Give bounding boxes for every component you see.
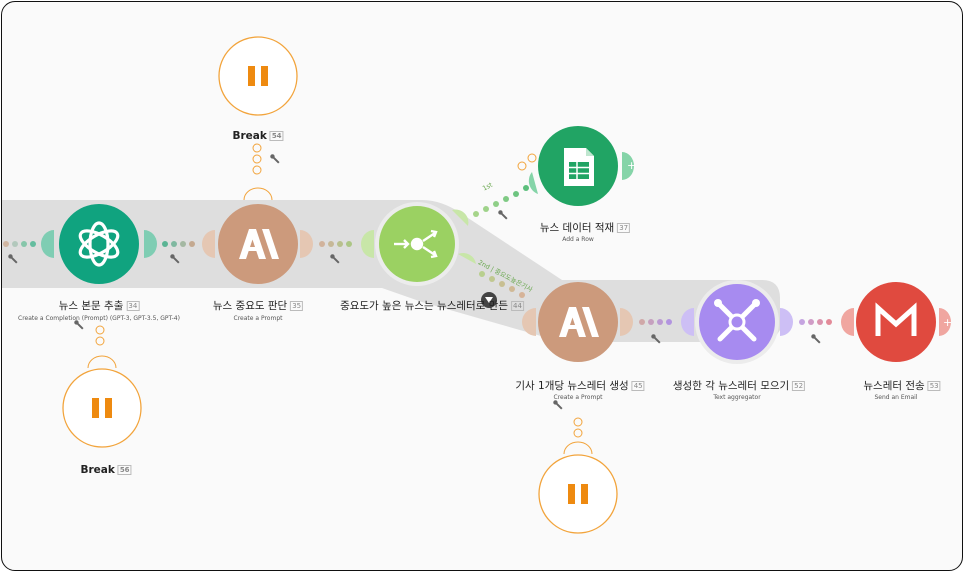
module-judge-subtitle: Create a Prompt bbox=[233, 315, 283, 322]
module-router[interactable] bbox=[375, 202, 459, 286]
module-email-id: 53 bbox=[927, 381, 941, 391]
break-left-id: 56 bbox=[117, 465, 132, 475]
svg-text:+: + bbox=[943, 316, 952, 329]
connector-extract-judge bbox=[144, 230, 215, 258]
svg-text:+: + bbox=[627, 159, 636, 172]
module-sheet-id: 37 bbox=[617, 223, 631, 233]
connector-extract-break-left bbox=[87, 325, 117, 369]
module-email-title: 뉴스레터 전송 bbox=[863, 380, 925, 392]
pause-icon bbox=[568, 484, 588, 504]
module-router-title: 중요도가 높은 뉴스는 뉴스레터로 만든 bbox=[340, 300, 508, 312]
wrench-icon[interactable] bbox=[73, 319, 84, 330]
module-sheet[interactable]: + bbox=[538, 126, 636, 206]
module-sheet-subtitle: Add a Row bbox=[562, 236, 594, 243]
connector-router-sheet bbox=[452, 172, 538, 226]
break-top-title: Break bbox=[232, 130, 267, 142]
connector-judge-break-top bbox=[243, 143, 273, 201]
break-bottom[interactable] bbox=[538, 454, 618, 534]
wrench-icon[interactable] bbox=[7, 253, 18, 264]
google-sheets-icon bbox=[564, 148, 594, 186]
module-email[interactable]: + bbox=[856, 282, 952, 362]
module-email-subtitle: Send an Email bbox=[874, 394, 918, 401]
wrench-icon[interactable] bbox=[650, 333, 661, 344]
module-newsletter-title: 기사 1개당 뉴스레터 생성 bbox=[515, 380, 629, 392]
break-top[interactable] bbox=[218, 36, 298, 116]
router-icon bbox=[394, 229, 438, 259]
module-judge-title: 뉴스 중요도 판단 bbox=[212, 300, 288, 312]
wrench-icon[interactable] bbox=[552, 399, 563, 410]
break-left[interactable] bbox=[62, 368, 142, 448]
wrench-icons bbox=[7, 153, 821, 410]
module-judge[interactable] bbox=[218, 204, 298, 284]
filter-icon[interactable] bbox=[481, 292, 497, 308]
module-aggregator-id: 52 bbox=[792, 381, 806, 391]
pause-icon bbox=[92, 398, 112, 418]
break-top-id: 54 bbox=[269, 131, 284, 141]
wrench-icon[interactable] bbox=[497, 209, 508, 220]
connector-start bbox=[3, 230, 54, 258]
module-aggregator-title: 생성한 각 뉴스레터 모으기 bbox=[672, 380, 790, 392]
module-newsletter-subtitle: Create a Prompt bbox=[553, 394, 603, 401]
anthropic-icon bbox=[559, 307, 599, 337]
openai-icon bbox=[78, 221, 120, 267]
module-aggregator[interactable] bbox=[695, 280, 779, 364]
module-newsletter-id: 45 bbox=[631, 381, 645, 391]
module-router-id: 44 bbox=[511, 301, 524, 311]
wrench-icon[interactable] bbox=[329, 253, 340, 264]
connector-sheet-aux bbox=[517, 153, 537, 171]
module-newsletter[interactable] bbox=[538, 282, 618, 362]
wrench-icon[interactable] bbox=[810, 333, 821, 344]
gmail-icon bbox=[875, 302, 917, 336]
module-extract-subtitle: Create a Completion (Prompt) (GPT-3, GPT… bbox=[18, 315, 180, 322]
connector-aggregator-email bbox=[780, 308, 854, 336]
connector-judge-router bbox=[300, 230, 374, 258]
connector-router-newsletter bbox=[458, 252, 536, 336]
module-extract-id: 34 bbox=[126, 301, 140, 311]
connector-newsletter-aggregator bbox=[620, 308, 694, 336]
tools-icon bbox=[714, 299, 760, 342]
anthropic-icon bbox=[239, 229, 279, 259]
connector-newsletter-break-bottom bbox=[563, 417, 593, 455]
module-extract-title: 뉴스 본문 추출 bbox=[58, 300, 124, 312]
wrench-icon[interactable] bbox=[269, 153, 280, 164]
module-sheet-title: 뉴스 데이터 적재 bbox=[539, 222, 615, 234]
module-judge-id: 35 bbox=[290, 301, 304, 311]
module-aggregator-subtitle: Text aggregator bbox=[713, 394, 761, 401]
module-extract[interactable] bbox=[59, 204, 139, 284]
pause-icon bbox=[248, 66, 268, 86]
break-left-title: Break bbox=[80, 464, 115, 476]
wrench-icon[interactable] bbox=[169, 253, 180, 264]
